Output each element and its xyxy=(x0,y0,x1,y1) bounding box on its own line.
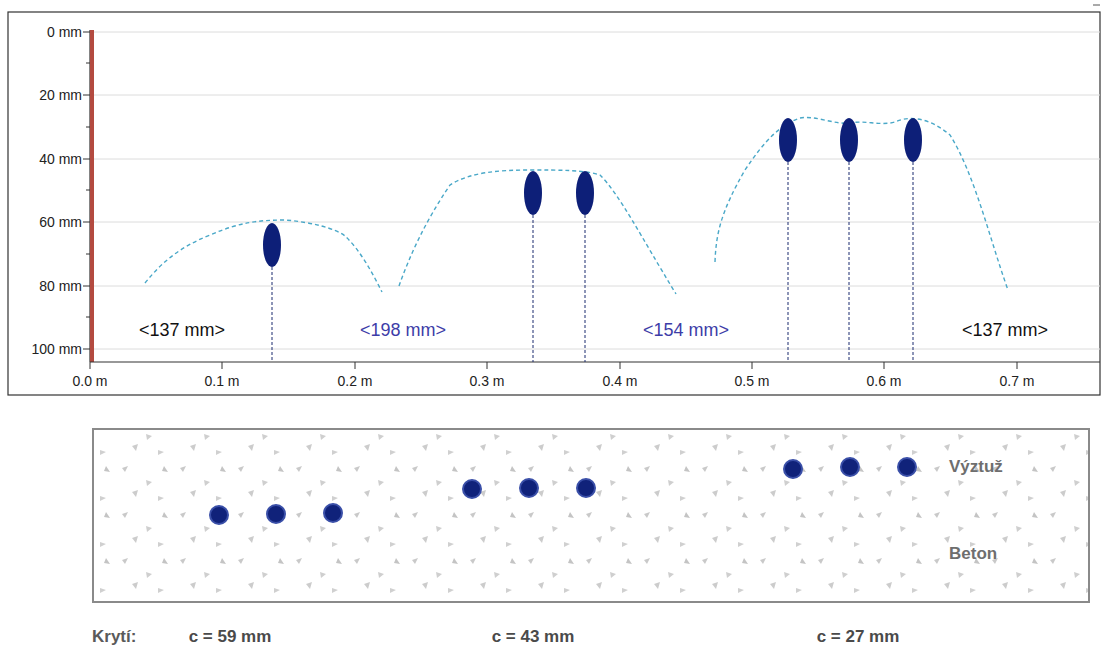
axis-tick-label: 0.2 m xyxy=(337,373,372,389)
start-marker xyxy=(90,30,94,362)
rebar-markers xyxy=(263,118,922,267)
axis-tick-label: 80 mm xyxy=(39,278,82,294)
cover-value: c = 27 mm xyxy=(817,627,900,647)
cover-value: c = 43 mm xyxy=(492,627,575,647)
grid-lines xyxy=(92,32,1100,349)
axis-tick-label: 100 mm xyxy=(31,341,82,357)
material-label: Výztuž xyxy=(949,457,1003,477)
axis-tick-label: 40 mm xyxy=(39,151,82,167)
frame-mark xyxy=(1093,5,1100,6)
axis-tick-label: 0.0 m xyxy=(72,373,107,389)
axis-ticks xyxy=(83,32,1017,369)
axis-tick-label: 0.3 m xyxy=(469,373,504,389)
concrete-section: VýztužBeton xyxy=(92,428,1090,603)
spacing-dimension: <198 mm> xyxy=(358,320,448,341)
axis-tick-label: 20 mm xyxy=(39,87,82,103)
axis-tick-label: 0.7 m xyxy=(999,373,1034,389)
axis-tick-label: 0.6 m xyxy=(866,373,901,389)
chart-frame xyxy=(8,12,1100,395)
cover-heading: Krytí: xyxy=(92,627,136,647)
axis-tick-label: 0.5 m xyxy=(734,373,769,389)
axis-tick-label: 60 mm xyxy=(39,214,82,230)
spacing-dimension: <137 mm> xyxy=(960,320,1050,341)
spacing-dimension: <137 mm> xyxy=(137,320,227,341)
spacing-dimension: <154 mm> xyxy=(641,320,731,341)
concrete-texture xyxy=(94,430,1088,601)
x-axis xyxy=(90,361,1100,362)
axis-tick-label: 0 mm xyxy=(47,24,82,40)
axis-tick-label: 0.1 m xyxy=(204,373,239,389)
axis-tick-label: 0.4 m xyxy=(602,373,637,389)
rebar-bars xyxy=(210,458,916,524)
cover-value: c = 59 mm xyxy=(189,627,272,647)
signal-curves xyxy=(145,117,1008,294)
marker-lines xyxy=(272,162,913,362)
material-label: Beton xyxy=(949,544,997,564)
